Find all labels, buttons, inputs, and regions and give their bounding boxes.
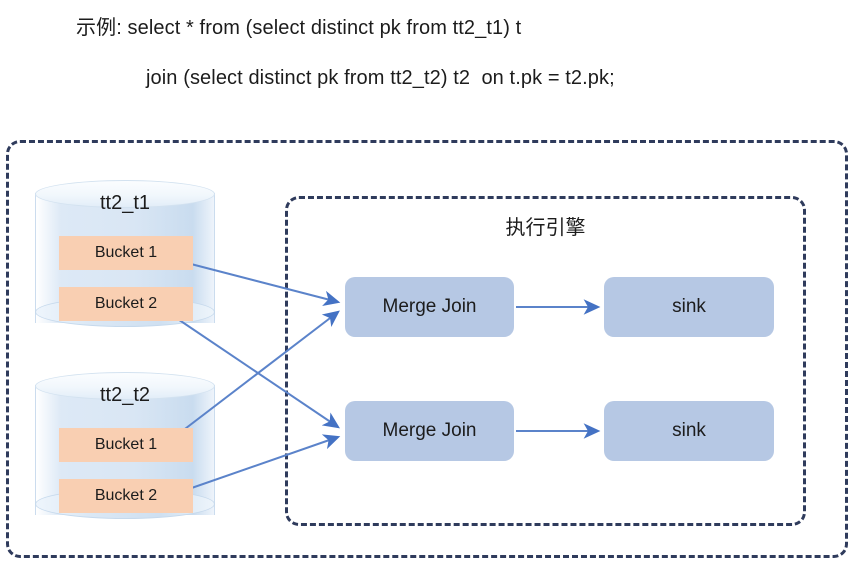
caption-line-1: 示例: select * from (select distinct pk fr… [76, 17, 522, 39]
sink-node-1[interactable]: sink [604, 277, 774, 337]
caption-line-2: join (select distinct pk from tt2_t2) t2… [146, 67, 615, 89]
table-cylinder-tt2-t1: tt2_t1 Bucket 1 Bucket 2 [35, 180, 215, 335]
cylinder-top-ellipse [35, 180, 215, 208]
merge-join-node-2[interactable]: Merge Join [345, 401, 514, 461]
table-cylinder-tt2-t2: tt2_t2 Bucket 1 Bucket 2 [35, 372, 215, 527]
execution-engine-frame [285, 196, 806, 526]
outer-dashed-frame [6, 140, 848, 558]
sink-node-2[interactable]: sink [604, 401, 774, 461]
table-name-label: tt2_t2 [99, 384, 151, 406]
table-name-label: tt2_t1 [99, 192, 151, 214]
merge-join-node-1[interactable]: Merge Join [345, 277, 514, 337]
bucket-item: Bucket 2 [59, 479, 193, 513]
bucket-item: Bucket 2 [59, 287, 193, 321]
execution-engine-title: 执行引擎 [505, 217, 586, 239]
bucket-item: Bucket 1 [59, 428, 193, 462]
bucket-item: Bucket 1 [59, 236, 193, 270]
caption-block: 示例: select * from (select distinct pk fr… [0, 0, 854, 118]
